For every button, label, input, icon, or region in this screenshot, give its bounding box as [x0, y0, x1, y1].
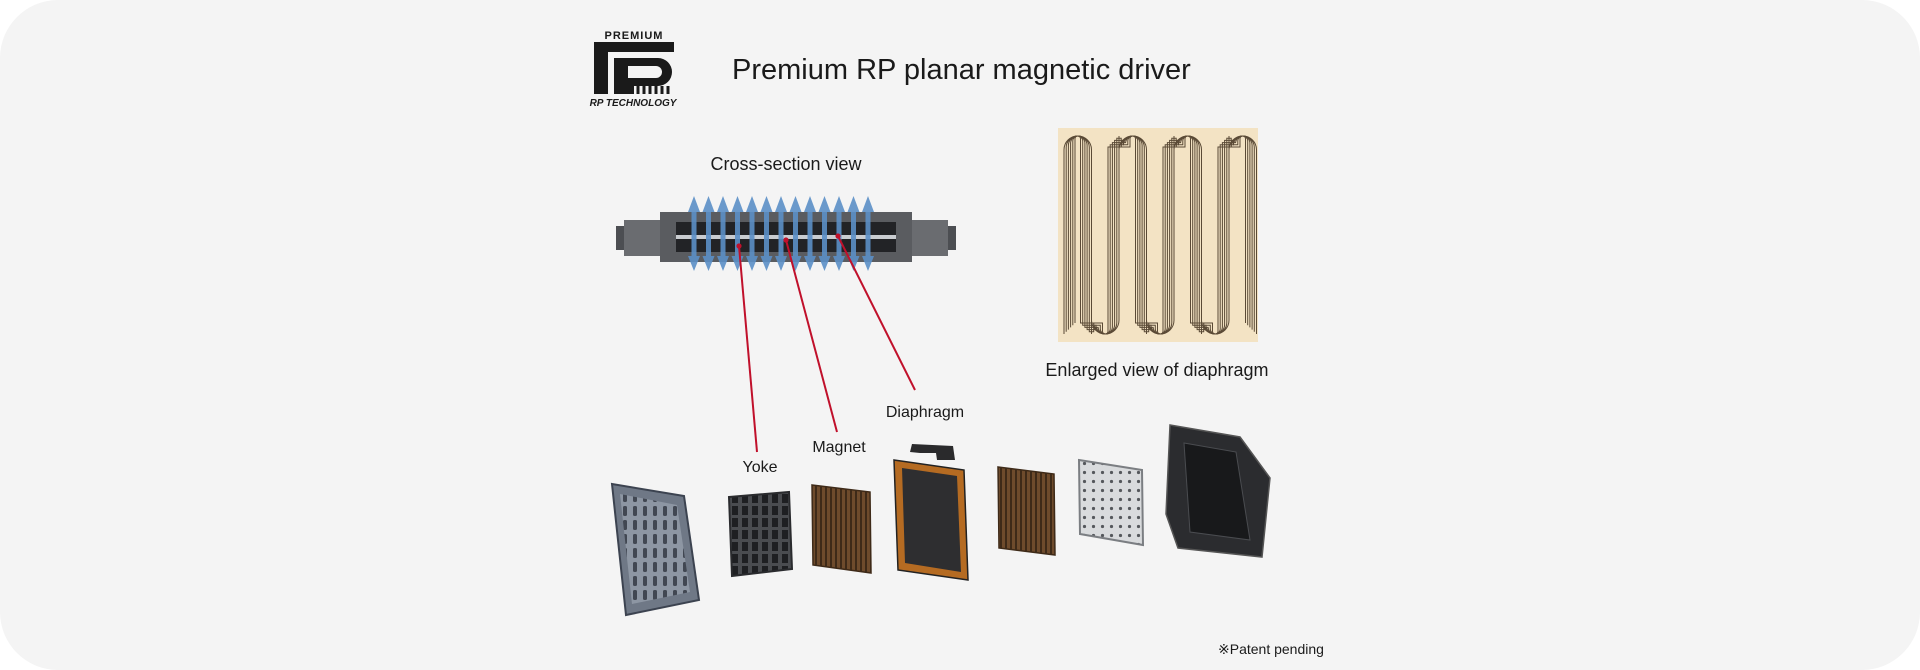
- flux-arrow: [789, 196, 802, 271]
- flux-arrow: [760, 196, 773, 271]
- diaphragm-enlarged-view: [1058, 128, 1258, 342]
- cross-section-label: Cross-section view: [710, 154, 862, 174]
- diaphragm-callout-label: Diaphragm: [886, 404, 964, 421]
- cross-section-illustration: [616, 196, 956, 271]
- flux-arrow: [833, 196, 845, 271]
- perforated-plate-part: [1077, 458, 1145, 547]
- diaphragm-trace: [1074, 135, 1246, 335]
- flux-arrow: [731, 196, 744, 271]
- premium-rp-logo: PREMIUM RP TECHNOLOGY: [590, 30, 678, 109]
- diaphragm-view-label: Enlarged view of diaphragm: [1045, 360, 1268, 380]
- flux-arrow: [847, 196, 860, 271]
- page-title: Premium RP planar magnetic driver: [732, 54, 1191, 86]
- diaphragm-frame-part: [893, 444, 969, 581]
- patent-pending-note: ※Patent pending: [1218, 641, 1324, 657]
- magnet-callout-label: Magnet: [812, 439, 866, 456]
- callout-lines: [738, 235, 916, 453]
- magnet-part: [811, 484, 872, 574]
- flux-arrow: [818, 196, 831, 271]
- logo-top-text: PREMIUM: [605, 30, 664, 42]
- logo-bottom-text: RP TECHNOLOGY: [590, 98, 678, 109]
- diaphragm-callout-line: [837, 235, 916, 391]
- magnet-callout-line: [785, 239, 838, 433]
- yoke-part: [727, 490, 794, 578]
- yoke-callout-label: Yoke: [743, 459, 778, 476]
- rear-magnet-part: [997, 466, 1056, 556]
- flux-arrow: [804, 196, 816, 271]
- flux-arrow: [746, 196, 758, 271]
- yoke-callout-line: [738, 245, 758, 453]
- flux-arrow: [717, 196, 729, 271]
- rear-housing-part: [1165, 424, 1271, 558]
- flux-arrow: [702, 196, 715, 271]
- flux-arrow: [862, 196, 874, 271]
- exploded-components: [610, 424, 1271, 617]
- flux-arrow: [688, 196, 700, 271]
- flux-arrow: [775, 196, 787, 271]
- front-housing-part: [610, 482, 701, 617]
